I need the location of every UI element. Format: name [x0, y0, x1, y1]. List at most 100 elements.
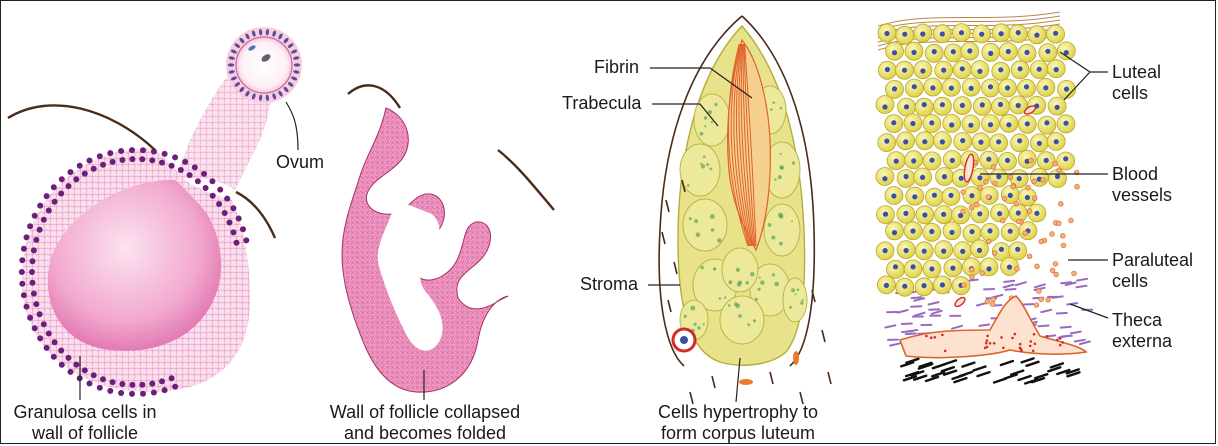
- paraluteal-cell: [1039, 297, 1044, 302]
- deep-fibre: [1027, 362, 1039, 366]
- granulosa-cell: [52, 199, 58, 205]
- luteal-nucleus: [1024, 84, 1029, 89]
- granulosa-cell: [118, 148, 124, 154]
- theca-fibre: [952, 326, 962, 329]
- vessel-cell: [930, 336, 933, 339]
- paraluteal-cell: [1032, 196, 1037, 201]
- luteal-label-line2: cells: [1112, 83, 1161, 104]
- luteal-nucleus: [882, 176, 887, 181]
- luteal-nucleus: [978, 140, 983, 145]
- granulosa-cell: [19, 257, 25, 263]
- vessel-cell: [1011, 337, 1014, 340]
- luteal-nucleus: [1054, 67, 1059, 72]
- theca-fibre: [979, 325, 989, 326]
- granulosa-cell: [230, 205, 236, 211]
- theca-fibre: [1077, 286, 1087, 288]
- green-speck: [760, 280, 764, 284]
- luteal-nucleus: [940, 139, 945, 144]
- theca-label-line1: Theca: [1112, 310, 1172, 331]
- paraluteal-cell: [991, 165, 996, 170]
- theca-fibre: [932, 311, 942, 314]
- granulosa-cell: [51, 184, 57, 190]
- paraluteal-cell: [1050, 232, 1055, 237]
- granulosa-cell: [37, 227, 43, 233]
- collapsed-caption: Wall of follicle collapsed and becomes f…: [310, 402, 540, 444]
- deep-fibre: [962, 363, 974, 367]
- paraluteal-cell: [1075, 184, 1080, 189]
- granulosa-cell: [192, 164, 198, 170]
- green-speck: [711, 228, 715, 232]
- luteal-lobe: [680, 144, 720, 196]
- green-speck: [704, 125, 706, 127]
- vessel-cell: [1059, 344, 1062, 347]
- luteal-nucleus: [902, 32, 907, 37]
- luteal-nucleus: [977, 175, 982, 180]
- luteal-nucleus: [902, 68, 907, 73]
- granulosa-cell: [51, 354, 57, 360]
- green-speck: [687, 184, 690, 187]
- paraluteal-label-line1: Paraluteal: [1112, 250, 1193, 271]
- green-speck: [774, 282, 779, 287]
- granulosa-cell: [162, 387, 168, 393]
- luteal-nucleus: [883, 212, 888, 217]
- luteal-lobe: [764, 204, 800, 256]
- vessel-cell: [1029, 345, 1032, 348]
- luteal-nucleus: [998, 67, 1003, 72]
- luteal-nucleus: [1055, 105, 1060, 110]
- granulosa-cell: [129, 147, 135, 153]
- hypertrophy-caption-line1: Cells hypertrophy to: [628, 402, 848, 423]
- granulosa-cell: [159, 378, 165, 384]
- green-speck: [750, 272, 754, 276]
- paraluteal-cell: [1035, 264, 1040, 269]
- luteal-nucleus: [1005, 158, 1010, 163]
- granulosa-cell: [129, 156, 135, 162]
- luteal-nucleus: [1044, 158, 1049, 163]
- luteal-nucleus: [911, 50, 916, 55]
- theca-fibre: [1016, 282, 1026, 285]
- paraluteal-cell: [1011, 184, 1016, 189]
- luteal-nucleus: [920, 175, 925, 180]
- green-speck: [706, 163, 709, 166]
- green-speck: [773, 101, 776, 104]
- vessel-cell: [1034, 343, 1037, 346]
- luteal-nucleus: [1034, 211, 1039, 216]
- green-speck: [728, 304, 731, 307]
- green-speck: [772, 273, 775, 276]
- paraluteal-cell: [1060, 233, 1065, 238]
- granulosa-cell: [151, 390, 157, 396]
- green-speck: [714, 103, 717, 106]
- ovum-leader: [286, 102, 298, 150]
- green-speck: [791, 288, 795, 292]
- luteal-nucleus: [968, 123, 973, 128]
- theca-label: Theca externa: [1112, 310, 1172, 352]
- granulosa-cell: [172, 154, 178, 160]
- granulosa-cell: [27, 315, 33, 321]
- granulosa-cell: [44, 193, 50, 199]
- luteal-nucleus: [942, 174, 947, 179]
- luteal-nucleus: [1016, 103, 1021, 108]
- paraluteal-cell: [1050, 268, 1055, 273]
- granulosa-cell: [41, 217, 47, 223]
- granulosa-cell: [178, 167, 184, 173]
- green-speck: [711, 121, 713, 123]
- green-speck: [737, 282, 742, 287]
- paraluteal-cell: [1027, 254, 1032, 259]
- theca-fibre: [1077, 279, 1087, 281]
- stroma-fibre: [662, 232, 665, 244]
- granulosa-cell: [73, 362, 79, 368]
- granulosa-cell: [27, 223, 33, 229]
- green-speck: [768, 223, 772, 227]
- paraluteal-cell: [1061, 243, 1066, 248]
- theca-fibre: [1035, 284, 1045, 287]
- ovum-label: Ovum: [276, 152, 324, 173]
- luteal-nucleus: [932, 49, 937, 54]
- collapsed-wall-panel: [342, 85, 554, 400]
- paraluteal-cell: [1046, 297, 1051, 302]
- granulosa-cell: [230, 229, 236, 235]
- luteal-nucleus: [960, 249, 965, 254]
- granulosa-cell: [30, 280, 36, 286]
- luteal-nucleus: [1006, 122, 1011, 127]
- vessel-cell: [934, 336, 937, 339]
- luteal-nucleus: [884, 31, 889, 36]
- luteal-nucleus: [912, 84, 917, 89]
